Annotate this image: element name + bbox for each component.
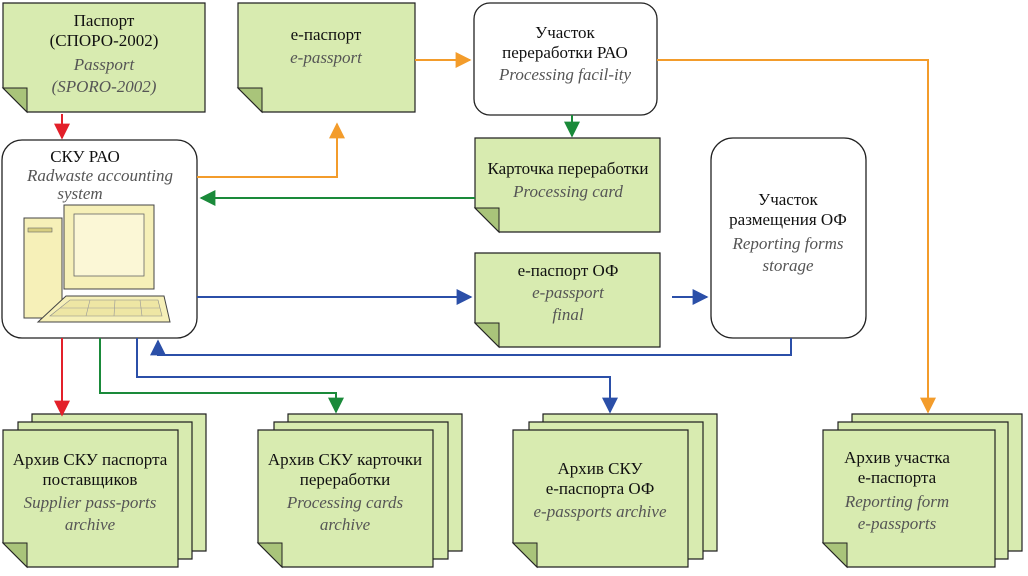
sku-label-ru: СКУ РАО — [50, 147, 120, 166]
passport-document: Паспорт (СПОРО-2002) Passport (SPORO-200… — [1, 2, 206, 114]
epassport-label-ru: е-паспорт — [291, 25, 362, 44]
processing-cards-archive: Архив СКУ карточки переработки Processin… — [256, 413, 463, 569]
final-label-en-1: e-passport — [532, 283, 605, 302]
arch4-label-ru-2: е-паспорта — [858, 468, 937, 487]
processing-label-en: Processing facil-ity — [498, 65, 631, 84]
arch2-label-en-2: archive — [320, 515, 371, 534]
processing-label-ru-1: Участок — [535, 23, 595, 42]
card-label-en: Processing card — [512, 182, 623, 201]
arch3-label-ru-1: Архив СКУ — [557, 459, 643, 478]
passport-label-en-2: (SPORO-2002) — [52, 77, 157, 96]
sku-label-en-1: Radwaste accounting — [26, 166, 173, 185]
arch2-label-ru-2: переработки — [300, 470, 390, 489]
storage-label-en-1: Reporting forms — [732, 234, 844, 253]
final-epassports-archive: Архив СКУ е-паспорта ОФ e-passports arch… — [511, 413, 718, 569]
computer-icon — [23, 204, 171, 323]
epassport-document: е-паспорт e-passport — [236, 2, 416, 114]
arch4-label-ru-1: Архив участка — [844, 448, 950, 467]
storage-label-en-2: storage — [763, 256, 814, 275]
arrow-storage-to-sku — [150, 338, 792, 356]
final-label-ru: е-паспорт ОФ — [518, 261, 619, 280]
reporting-form-epassports-archive: Архив участка е-паспорта Reporting form … — [821, 413, 1023, 569]
arrow-sku-to-final-archive — [136, 338, 618, 414]
storage-label-ru-1: Участок — [758, 190, 818, 209]
passport-label-en-1: Passport — [73, 55, 136, 74]
passport-label-ru-2: (СПОРО-2002) — [50, 31, 159, 50]
sku-box: СКУ РАО Radwaste accounting system — [1, 139, 198, 339]
processing-card-document: Карточка переработки Processing card — [473, 137, 661, 234]
arch1-label-en-1: Supplier pass-ports — [24, 493, 157, 512]
arrow-processing-to-reporting-archive — [657, 59, 936, 414]
processing-label-ru-2: переработки РАО — [502, 43, 628, 62]
epassport-label-en: e-passport — [290, 48, 363, 67]
arrow-sku-to-cards-archive — [99, 338, 344, 414]
supplier-passports-archive: Архив СКУ паспорта поставщиков Supplier … — [1, 413, 207, 569]
arch2-label-en-1: Processing cards — [286, 493, 404, 512]
arrow-sku-to-epassport — [197, 122, 345, 178]
card-label-ru: Карточка переработки — [488, 159, 649, 178]
arch3-label-ru-2: е-паспорта ОФ — [546, 479, 655, 498]
arch3-label-en-1: e-passports archive — [534, 502, 667, 521]
arch1-label-en-2: archive — [65, 515, 116, 534]
final-label-en-2: final — [552, 305, 583, 324]
arch4-label-en-2: e-passports — [858, 514, 937, 533]
arch2-label-ru-1: Архив СКУ карточки — [268, 450, 422, 469]
sku-label-en-2: system — [57, 184, 102, 203]
arch1-label-ru-1: Архив СКУ паспорта — [13, 450, 168, 469]
epassport-final-document: е-паспорт ОФ e-passport final — [473, 252, 661, 349]
storage-box: Участок размещения ОФ Reporting forms st… — [710, 137, 867, 339]
arch1-label-ru-2: поставщиков — [43, 470, 138, 489]
processing-facility-box: Участок переработки РАО Processing facil… — [473, 2, 658, 116]
arch4-label-en-1: Reporting form — [844, 492, 949, 511]
storage-label-ru-2: размещения ОФ — [729, 210, 847, 229]
passport-label-ru-1: Паспорт — [74, 11, 135, 30]
